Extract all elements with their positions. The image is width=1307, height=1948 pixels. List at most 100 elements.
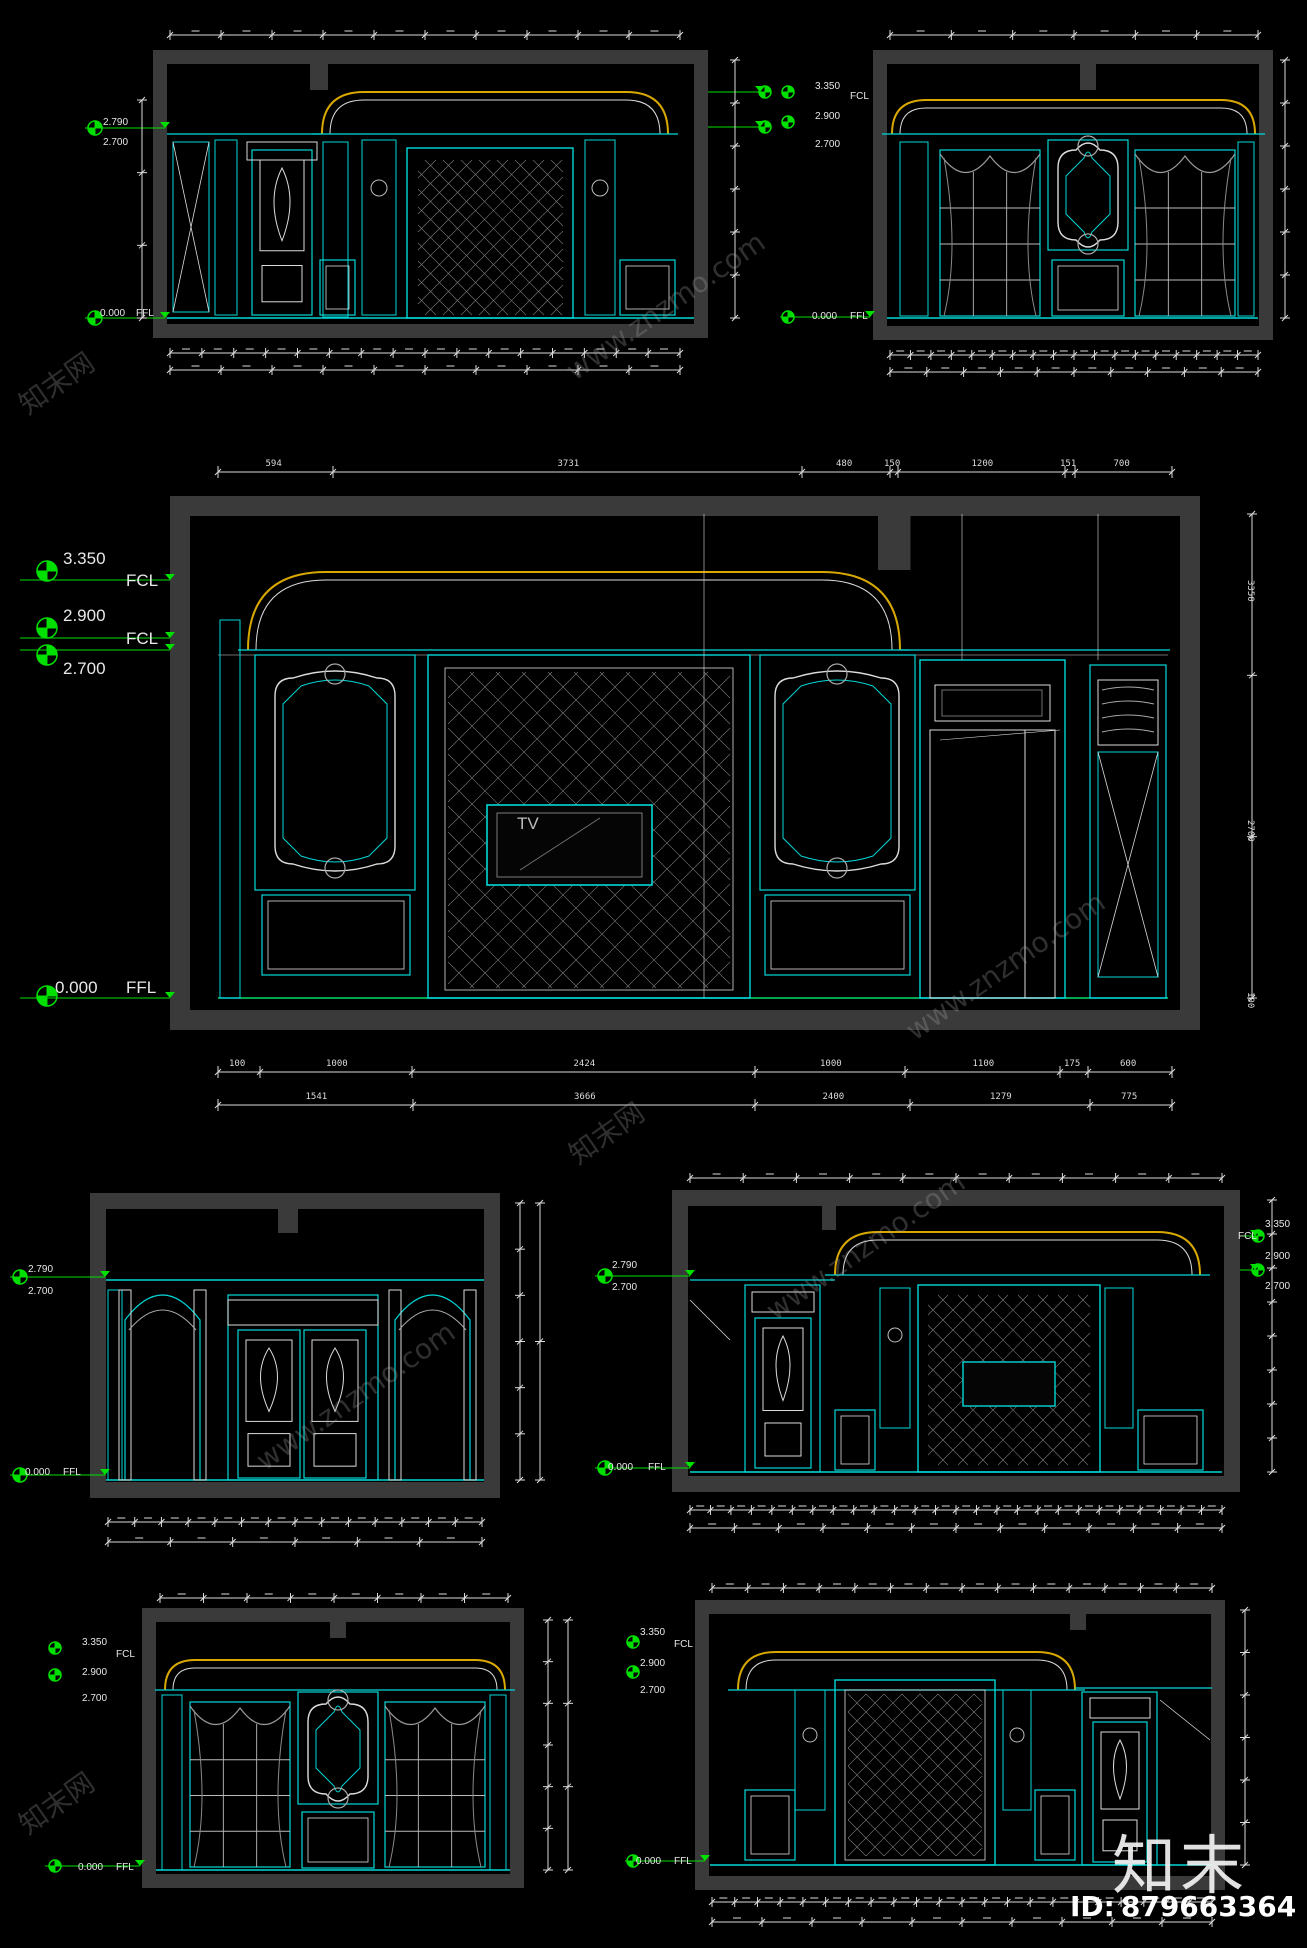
e1-dim-bottom-slash bbox=[357, 349, 365, 357]
e6-dim-top-slash bbox=[958, 1584, 966, 1592]
e3-dim-right-slash bbox=[516, 1430, 524, 1438]
e6-ffl: FFL bbox=[674, 1856, 692, 1867]
e5-level-2900: 2.900 bbox=[82, 1667, 108, 1678]
e6-level-marker-ffl-q2 bbox=[626, 1860, 634, 1868]
e2-dim-bottom-2-slash bbox=[923, 368, 931, 376]
e4-level-line-tri bbox=[685, 1270, 695, 1276]
e4-level-marker-r2-q2 bbox=[1251, 1269, 1259, 1277]
e2-dim-bottom-2-slash bbox=[1254, 368, 1262, 376]
e2-dim-bottom-slash bbox=[1193, 351, 1201, 359]
e4-dim-top-slash bbox=[952, 1174, 960, 1182]
e5-cove-inner bbox=[172, 1667, 498, 1691]
e4-level-3350: 3.350 bbox=[1265, 1219, 1291, 1230]
e5-level-marker-ffl-q1 bbox=[54, 1859, 62, 1867]
e1-door bbox=[251, 149, 313, 316]
e6-level-marker-2900-q2 bbox=[626, 1671, 634, 1679]
e4-dim-bottom-slash bbox=[891, 1506, 898, 1514]
e2-dim-bottom-slash bbox=[968, 351, 976, 359]
e1-dim-top-slash bbox=[676, 31, 684, 39]
e3-dim-bottom-slash bbox=[398, 1518, 406, 1526]
main-dim-top-label: 3731 bbox=[558, 459, 580, 469]
e3-door-l-oval bbox=[260, 1347, 278, 1413]
e5-dim-top-slash bbox=[200, 1594, 207, 1602]
e1-dim-top-slash bbox=[625, 31, 633, 39]
e5-notch bbox=[330, 1608, 346, 1638]
e1-dim-right-slash bbox=[731, 56, 739, 64]
e2-notch bbox=[1080, 50, 1096, 90]
e2-dim-top-slash bbox=[886, 31, 894, 39]
e1-dim-bottom-2-slash bbox=[268, 366, 276, 374]
e6-dim-top-slash bbox=[780, 1584, 787, 1592]
main-level-2700: 2.700 bbox=[63, 659, 106, 678]
e4-lower-panel-r bbox=[1137, 1409, 1204, 1471]
e2-dim-bottom-2-slash bbox=[1217, 368, 1225, 376]
e1-dim-bottom-slash bbox=[294, 349, 301, 357]
e3-dim-bottom-slash bbox=[131, 1518, 139, 1526]
e1-dim-bottom-slash bbox=[453, 349, 461, 357]
main-dim-b2-label: 1541 bbox=[306, 1092, 328, 1102]
e2-dim-bottom-slash bbox=[1254, 351, 1262, 359]
e6-level-marker-2900-q1 bbox=[632, 1665, 640, 1673]
e6-sconce-l bbox=[802, 1727, 818, 1743]
e4-dim-bottom-slash bbox=[952, 1506, 960, 1514]
main-level-marker-2900-q1 bbox=[46, 617, 58, 629]
main-right-lower-panel-inset bbox=[770, 900, 905, 970]
e1-door-upper bbox=[259, 159, 305, 252]
main-dim-b1-slash bbox=[256, 1068, 264, 1076]
e6-dim-top-slash bbox=[922, 1584, 930, 1592]
e3-door-l bbox=[237, 1329, 301, 1479]
e1-dim-left-slash bbox=[138, 314, 146, 322]
e1-dim-bottom-2-slash bbox=[217, 366, 225, 374]
e6-door-lower bbox=[1102, 1819, 1138, 1852]
e4-dim-top-slash bbox=[1005, 1174, 1013, 1182]
e4-dim-bottom-2-slash bbox=[1085, 1524, 1093, 1532]
e4-dim-bottom-slash bbox=[707, 1506, 714, 1514]
e6-dim-bottom-slash bbox=[731, 1898, 739, 1906]
e2-dim-top-slash bbox=[1193, 31, 1201, 39]
e1-dim-bottom-slash bbox=[644, 349, 652, 357]
e6-dim-bottom-slash bbox=[913, 1898, 920, 1906]
e1-dim-bottom-2-slash bbox=[319, 366, 327, 374]
e3-dim-bottom-slash bbox=[211, 1518, 219, 1526]
e2-dim-top-slash bbox=[1131, 31, 1139, 39]
e1-dim-top-slash bbox=[217, 31, 225, 39]
e1-dim-bottom-slash bbox=[612, 349, 620, 357]
e2-dim-top-slash bbox=[1009, 31, 1017, 39]
e6-dim-bottom-slash bbox=[1117, 1898, 1125, 1906]
e2-cove bbox=[891, 99, 1256, 135]
e3-dim-bottom-2-slash bbox=[104, 1538, 112, 1546]
e1-dim-top-slash bbox=[268, 31, 276, 39]
e2-dim-bottom-slash bbox=[1091, 351, 1098, 359]
e1-lower-panel-l bbox=[319, 259, 356, 316]
e5-pilaster-l bbox=[161, 1694, 183, 1871]
e4-dim-bottom-2-slash bbox=[863, 1524, 871, 1532]
e6-dim-top-slash bbox=[1030, 1584, 1037, 1592]
e4-dim-bottom-slash bbox=[809, 1506, 817, 1514]
main-dim-b1-slash bbox=[214, 1068, 222, 1076]
main-dim-b1-label: 600 bbox=[1120, 1059, 1136, 1069]
e3-dim-right-slash bbox=[516, 1291, 524, 1299]
e6-dim-top-slash bbox=[708, 1584, 716, 1592]
e2-dim-right-slash bbox=[1281, 185, 1289, 193]
e3-dim-bottom-slash bbox=[478, 1518, 486, 1526]
e1-dim-bottom-2-slash bbox=[472, 366, 480, 374]
e6-level-marker-3350-q2 bbox=[626, 1641, 634, 1649]
e3-dim-bottom-slash bbox=[158, 1518, 165, 1526]
e4-dim-bottom-2-slash bbox=[1129, 1524, 1137, 1532]
main-dim-right-slash bbox=[1248, 994, 1256, 1002]
e4-tv-wall bbox=[917, 1284, 1101, 1473]
e1-door-header bbox=[246, 141, 318, 161]
e6-dim-bottom-slash bbox=[1026, 1898, 1034, 1906]
e5-window-l bbox=[189, 1701, 291, 1868]
e4-dim-bottom-2-slash bbox=[908, 1524, 916, 1532]
e3-arch-r bbox=[394, 1294, 471, 1480]
e3-dim-bottom-2-slash bbox=[478, 1538, 486, 1546]
e4-notch bbox=[822, 1190, 836, 1230]
e2-dim-bottom-slash bbox=[1172, 351, 1180, 359]
main-door-swing bbox=[939, 729, 1061, 741]
e6-dim-bottom-slash bbox=[1072, 1898, 1079, 1906]
main-dim-b2-label: 2400 bbox=[823, 1092, 845, 1102]
e2-window-l-valance bbox=[939, 153, 1041, 173]
e2-level-0000: 0.000 bbox=[812, 311, 838, 322]
e4-sconce-panel bbox=[879, 1287, 911, 1429]
